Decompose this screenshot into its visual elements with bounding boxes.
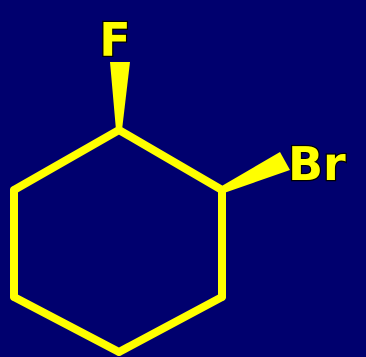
cyclohexane-ring	[10, 126, 226, 356]
wedge-bond-fluorine	[110, 62, 130, 130]
atom-label-bromine: Br	[288, 137, 346, 191]
ring-bond-bottom-right	[115, 293, 226, 356]
wedge-bond-bromine	[220, 152, 290, 193]
atom-label-fluorine: F	[99, 13, 130, 67]
ring-bond-top-left	[10, 126, 123, 194]
ring-bond-top-right	[115, 126, 226, 194]
ring-bond-bottom-left	[10, 293, 123, 356]
